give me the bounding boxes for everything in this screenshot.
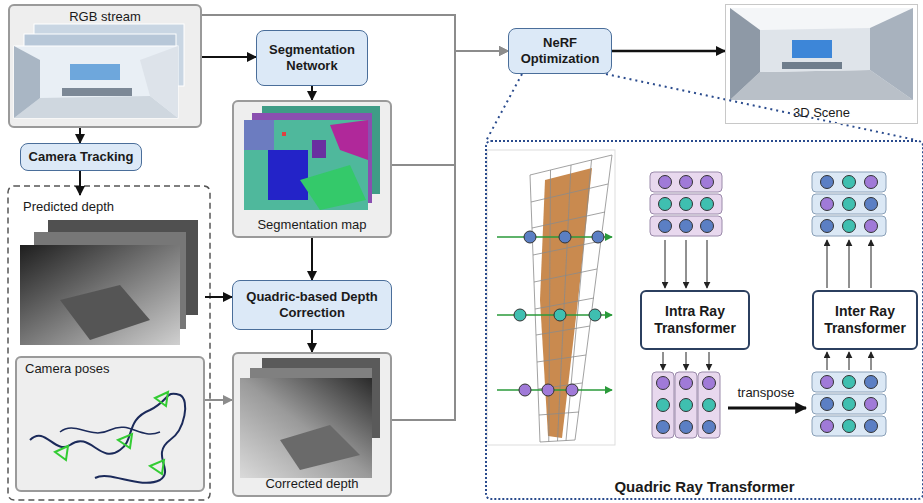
transformer-box: Inter Ray Transformer — [812, 290, 918, 350]
panel-ground — [8, 4, 202, 128]
node-label: RGB stream — [69, 9, 141, 25]
connector — [311, 86, 313, 100]
node-label: Predicted depth — [23, 199, 114, 215]
panel-ground — [232, 100, 392, 238]
node-label: NeRF Optimization — [515, 35, 605, 66]
quadric-surface — [487, 150, 615, 445]
depth-frames — [20, 220, 198, 345]
connector — [392, 51, 508, 165]
group-outline — [8, 186, 210, 500]
node-label: Corrected depth — [265, 476, 358, 492]
node-label: 3D Scene — [793, 105, 850, 121]
node-label: Camera poses — [25, 361, 110, 377]
connector — [392, 51, 508, 420]
depth-frames — [240, 358, 380, 478]
image-panel: Segmentation map — [232, 100, 392, 238]
connector — [486, 74, 522, 141]
transformer-box: Intra Ray Transformer — [640, 290, 750, 350]
node-label: Camera Tracking — [29, 149, 134, 165]
camera-trajectory — [30, 392, 185, 483]
image-panel: Corrected depth — [232, 352, 392, 497]
panel-ground — [15, 356, 205, 492]
node-label: Quadric-based Depth Correction — [239, 289, 385, 320]
connector — [311, 238, 313, 280]
node-label: Segmentation Network — [263, 42, 361, 73]
annotation-label: transpose — [728, 385, 804, 400]
connector — [79, 171, 81, 195]
process-box: NeRF Optimization — [508, 28, 612, 74]
connector — [311, 330, 313, 352]
image-panel: Camera poses — [15, 356, 205, 492]
scene-render — [730, 8, 913, 100]
connector — [79, 128, 81, 143]
connector — [205, 399, 232, 401]
rgb-frames — [14, 24, 184, 118]
process-box: Camera Tracking — [20, 143, 142, 171]
process-box: Segmentation Network — [256, 30, 368, 86]
zoom-line — [606, 74, 916, 140]
connector — [612, 50, 725, 53]
image-panel: Predicted depth — [15, 195, 205, 350]
node-label: Quadric Ray Transformer — [614, 478, 794, 496]
image-panel: 3D Scene — [725, 4, 918, 124]
module-region: Quadric Ray Transformer Intra Ray Transfo… — [485, 140, 923, 500]
connector — [202, 56, 256, 58]
segmentation-frames — [244, 106, 380, 210]
node-label: Segmentation map — [257, 217, 366, 233]
process-box: Quadric-based Depth Correction — [232, 280, 392, 330]
connector — [205, 296, 232, 298]
node-label: Intra Ray Transformer — [648, 303, 742, 337]
node-label: Inter Ray Transformer — [820, 303, 910, 337]
panel-ground — [232, 352, 392, 497]
image-panel: RGB stream — [8, 4, 202, 128]
